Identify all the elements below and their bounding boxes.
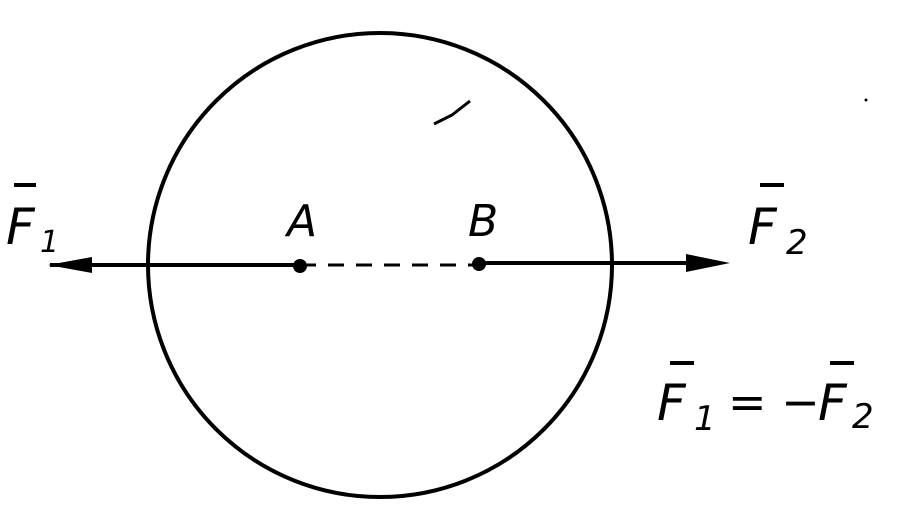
f2-subscript: 2: [786, 223, 808, 263]
point-b-dot: [472, 257, 486, 271]
point-b-label: B: [468, 196, 498, 247]
scan-mark: [433, 99, 471, 126]
eq-operator: = −: [728, 375, 820, 429]
f1-subscript: 1: [40, 225, 59, 260]
eq-rhs-subscript: 2: [852, 397, 874, 437]
eq-lhs-subscript: 1: [694, 399, 716, 439]
point-a-dot: [293, 259, 307, 273]
eq-lhs-letter: F: [657, 374, 687, 432]
eq-rhs-letter: F: [818, 374, 848, 432]
scan-speck: [864, 98, 868, 102]
f2-letter: F: [748, 198, 778, 256]
force-f2-arrowhead: [686, 254, 730, 272]
force-f2-label: F 2: [748, 183, 808, 263]
force-f1-label: F 1: [6, 183, 59, 260]
equation-f1-equals-minus-f2: F 1 = − F 2: [657, 361, 874, 439]
force-f1-arrowhead: [48, 257, 92, 273]
point-a-label: A: [284, 196, 317, 247]
f1-letter: F: [6, 198, 36, 256]
